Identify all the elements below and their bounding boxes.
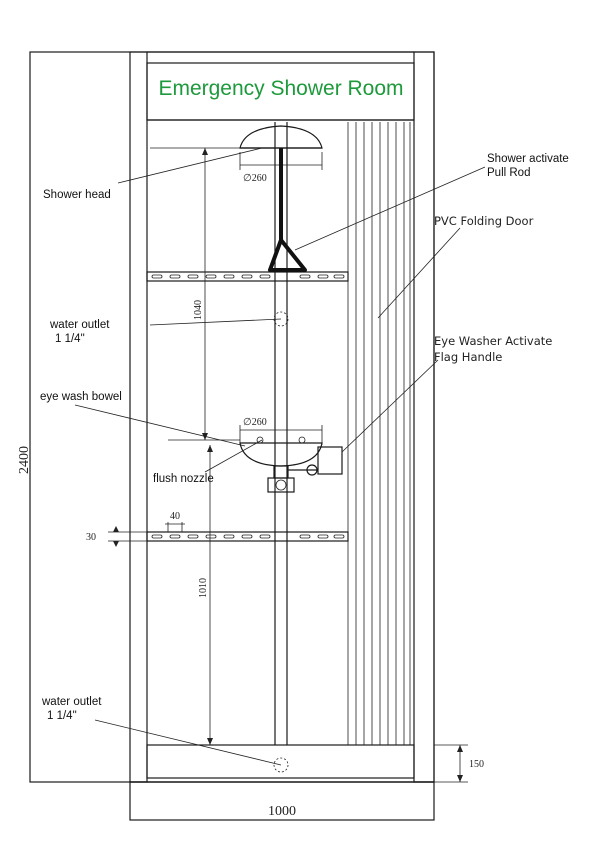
svg-text:30: 30 [86, 532, 96, 543]
supply-pipe [274, 122, 288, 745]
upper-rail [146, 271, 349, 282]
callout-lines [74, 147, 486, 766]
label-water-outlet-bottom-2: 1 1/4" [47, 710, 77, 722]
dim-height: 2400 [17, 446, 32, 474]
dim-rail-gap: 40 [165, 511, 185, 532]
title-text: Emergency Shower Room [158, 77, 403, 100]
dim-width: 1000 [268, 804, 296, 819]
dim-rail-height: 30 [86, 526, 147, 547]
water-outlet-bottom [273, 757, 289, 773]
flag-handle [317, 446, 343, 475]
label-eye-washer-2: Flag Handle [434, 350, 502, 364]
svg-text:40: 40 [170, 511, 180, 522]
label-water-outlet-top-1: water outlet [49, 319, 110, 331]
dim-1040-text: 1040 [193, 300, 204, 320]
lower-rail [146, 531, 349, 542]
label-shower-head: Shower head [43, 189, 111, 201]
label-pull-rod-1: Shower activate [487, 153, 569, 165]
base-lower [129, 781, 435, 821]
svg-text:1000: 1000 [268, 804, 296, 819]
label-flush-nozzle: flush nozzle [153, 473, 214, 485]
label-eye-washer-1: Eye Washer Activate [434, 334, 552, 348]
label-eye-wash-bowel: eye wash bowel [40, 391, 122, 403]
label-water-outlet-bottom-1: water outlet [41, 696, 102, 708]
right-post [413, 51, 435, 783]
left-post [129, 51, 148, 783]
pvc-folding-door [347, 122, 411, 745]
dim-bowl-diameter: ∅260 [243, 417, 267, 428]
pull-rod [268, 148, 307, 272]
dim-1040: 1040 [150, 147, 240, 441]
dim-1010-text: 1010 [198, 578, 209, 598]
label-pvc-door: PVC Folding Door [434, 214, 534, 228]
base-platform [146, 744, 415, 779]
svg-text:∅260: ∅260 [243, 173, 267, 184]
label-water-outlet-top-2: 1 1/4" [55, 333, 85, 345]
dim-base-height: 150 [434, 744, 484, 783]
label-pull-rod-2: Pull Rod [487, 167, 530, 179]
dim-1010: 1010 [198, 445, 213, 745]
dim-shower-diameter: ∅260 [243, 173, 267, 184]
svg-text:150: 150 [469, 759, 484, 770]
eye-wash-bowl [239, 425, 343, 493]
svg-text:∅260: ∅260 [243, 417, 267, 428]
dim-height-text: 2400 [17, 446, 32, 474]
outer-frame [29, 51, 435, 783]
